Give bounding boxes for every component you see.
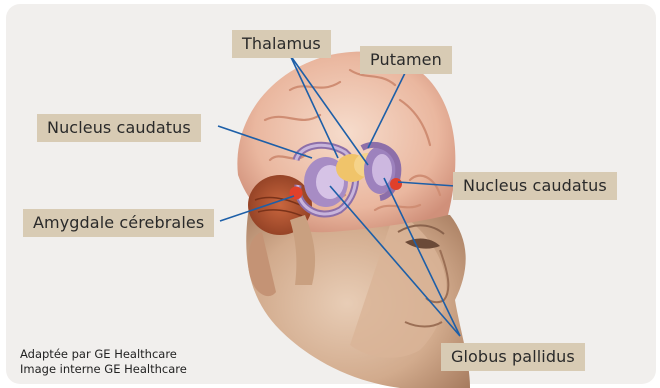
label-thalamus: Thalamus <box>232 30 331 58</box>
label-caudate-left: Nucleus caudatus <box>37 114 201 142</box>
label-caudate-right: Nucleus caudatus <box>453 172 617 200</box>
label-putamen: Putamen <box>360 46 452 74</box>
credit-line-1: Adaptée par GE Healthcare <box>20 347 177 361</box>
label-globus-pallidus: Globus pallidus <box>441 343 585 371</box>
credit-line-2: Image interne GE Healthcare <box>20 362 187 376</box>
label-amygdala: Amygdale cérebrales <box>23 209 214 237</box>
